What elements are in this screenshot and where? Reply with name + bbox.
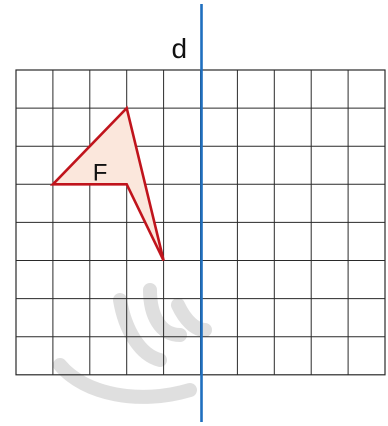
axis-label-d: d [172,33,188,64]
shape-label-f: F [93,159,108,186]
watermark-logo [53,283,212,404]
shape-f-polygon [49,105,165,262]
